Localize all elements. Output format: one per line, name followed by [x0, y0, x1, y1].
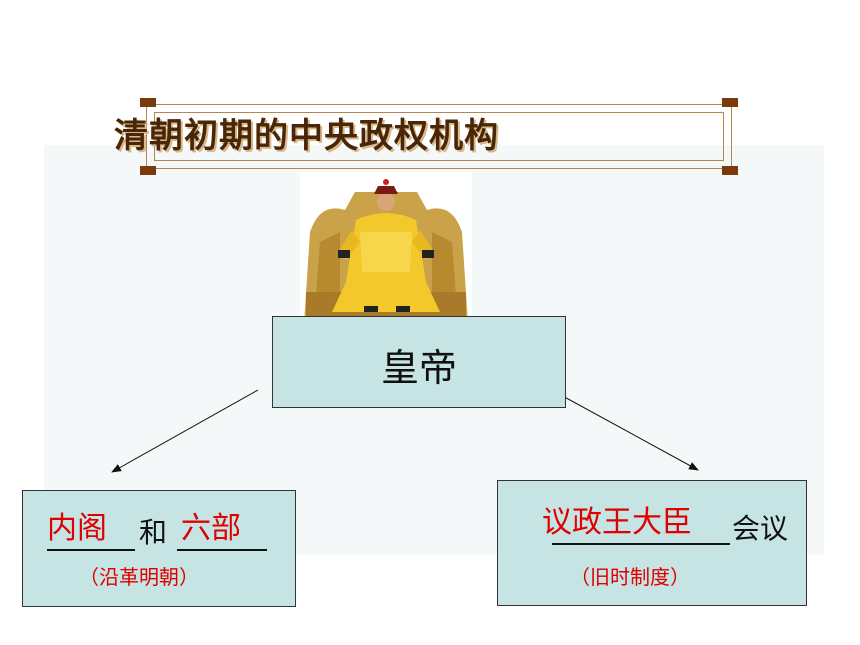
- title-frame: [140, 98, 738, 175]
- answer-blank-3: [552, 497, 730, 545]
- note-inherited-from-ming: （沿革明朝）: [79, 565, 199, 589]
- arrow-to-right-node: [547, 387, 699, 471]
- frame-corner-top-left: [140, 98, 156, 107]
- answer-cabinet: 内阁: [47, 511, 107, 546]
- connector-and: 和: [139, 516, 168, 549]
- frame-corner-bottom-left: [140, 166, 156, 175]
- page-title: 清朝初期的中央政权机构: [114, 116, 499, 156]
- answer-six-ministries: 六部: [181, 511, 241, 546]
- note-old-system: （旧时制度）: [570, 565, 690, 589]
- answer-blank-2: [177, 503, 267, 551]
- answer-deliberative-princes: 议政王大臣: [542, 505, 692, 540]
- emperor-node: 皇帝: [272, 316, 566, 408]
- title-frame-inner-border: [154, 112, 724, 161]
- title-frame-outer-border: [146, 104, 732, 169]
- frame-corner-top-right: [722, 98, 738, 107]
- emperor-portrait-image: [300, 172, 472, 324]
- frame-corner-bottom-right: [722, 166, 738, 175]
- emperor-label: 皇帝: [380, 346, 457, 390]
- answer-blank-1: [47, 503, 135, 551]
- deliberative-council-node: 议政王大臣 会议 （旧时制度）: [497, 480, 807, 606]
- council-suffix: 会议: [732, 512, 789, 545]
- arrow-to-left-node: [111, 389, 259, 473]
- cabinet-ministries-node: 内阁 和 六部 （沿革明朝）: [22, 490, 296, 607]
